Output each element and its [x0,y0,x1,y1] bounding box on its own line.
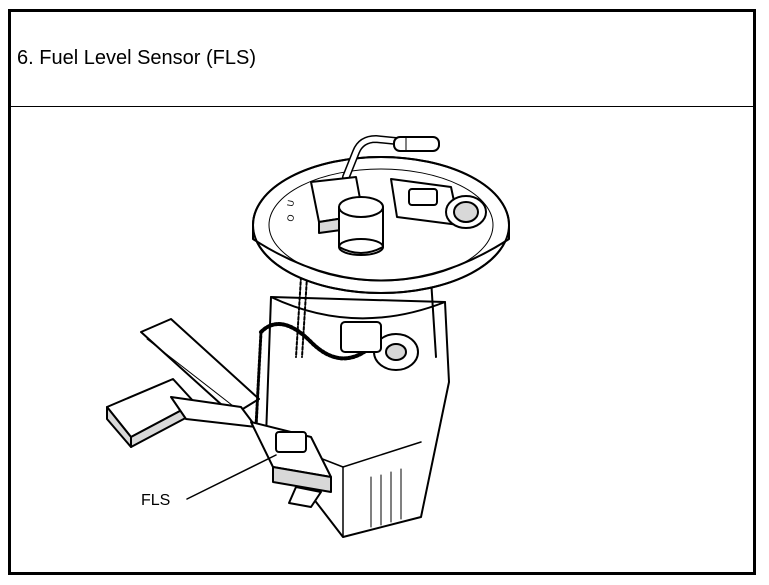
fuel-pump-illustration: U O FLS [11,107,753,572]
center-cap [338,196,384,256]
fuel-level-sensor [250,421,332,508]
float-arm [140,318,260,416]
svg-text:O: O [285,214,296,223]
document-frame: 6. Fuel Level Sensor (FLS) [8,9,756,575]
electrical-connector [390,178,487,229]
title-row: 6. Fuel Level Sensor (FLS) [11,12,753,107]
svg-text:U: U [285,199,296,207]
fls-leader-line [186,454,277,500]
fuel-outlet-pipe [342,135,440,181]
fuel-pump-assembly-icon: U O FLS [106,135,510,538]
fls-callout-label: FLS [141,492,170,509]
page-title: 6. Fuel Level Sensor (FLS) [17,47,256,69]
